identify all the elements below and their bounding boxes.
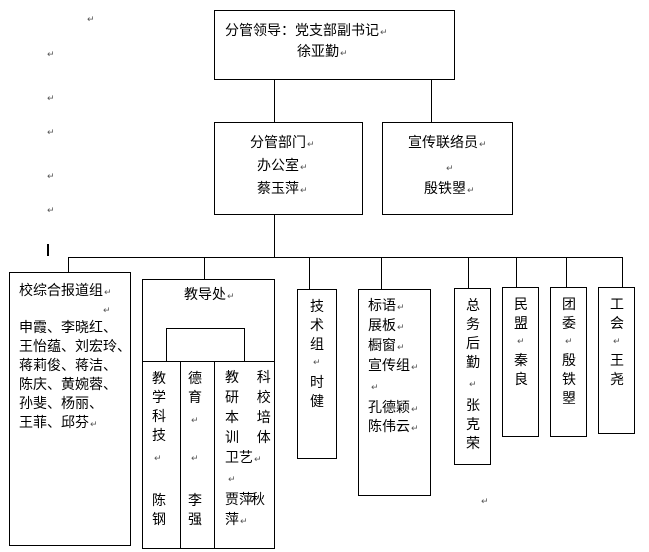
margin-mark: ↵ [87,15,95,25]
margin-mark: ↵ [103,306,111,316]
publicity-name: 殷铁曌↵ [424,181,475,197]
report-member-line: 陈庆、黄婉蓉、 [19,377,117,393]
youth-league-title: 团委 [562,297,576,332]
teaching-col1-name: 陈钢 [152,493,166,528]
union-box: 工会 ↵ 王尧 [598,287,635,434]
margin-mark: ↵ [191,454,199,464]
signs-line: 标语↵ [368,298,405,314]
margin-mark: ↵ [313,358,321,368]
league-name: 秦良 [514,353,528,388]
margin-mark: ↵ [191,416,199,426]
margin-mark: ↵ [47,94,55,104]
report-member-line: 申霞、李晓红、 [19,320,117,336]
youth-league-box: 团委 ↵ 殷铁曌 [550,287,587,437]
margin-mark: ↵ [517,337,525,347]
margin-mark: ↵ [371,383,379,393]
union-name: 王尧 [610,353,624,388]
publicity-box: 宣传联络员↵ ↵ 殷铁曌↵ [382,122,513,215]
report-member-line: 蒋莉俊、蒋洁、 [19,358,117,374]
margin-mark: ↵ [481,497,489,507]
margin-mark: ↵ [565,337,573,347]
teaching-col3-line: 教 科 [225,370,271,386]
logistics-name: 张克荣 [466,398,480,452]
report-member-line: 王菲、邱芬↵ [19,415,98,431]
leader-name: 徐亚勤↵ [297,44,348,60]
teaching-col3-name: 贾萍 [225,492,253,508]
teaching-col4-name: 秋 [251,492,265,508]
margin-mark: ↵ [47,128,55,138]
logistics-title: 总务后勤 [466,298,480,371]
teaching-col2-dept: 德育 [188,371,202,406]
report-member-line: 孙斐、杨丽、 [19,396,103,412]
text-cursor [47,244,49,256]
tech-group-box: 技术组 ↵ 时健 [297,289,337,459]
report-member-line: 王怡蕴、刘宏玲、 [19,339,131,355]
teaching-col3-name-line2: 萍↵ [225,512,248,528]
leader-box: 分管领导：党支部副书记↵ 徐亚勤↵ [214,10,455,80]
department-office: 办公室↵ [257,158,308,174]
leader-title: 分管领导：党支部副书记↵ [225,23,388,39]
signs-group-box: 标语↵ 展板↵ 橱窗↵ 宣传组↵ ↵ 孔德颖↵ 陈伟云↵ [358,289,431,496]
league-title: 民盟 [514,297,528,332]
league-box: 民盟 ↵ 秦良 [502,287,539,437]
margin-mark: ↵ [154,454,162,464]
margin-mark: ↵ [47,206,55,216]
signs-line: 橱窗↵ [368,338,405,354]
margin-mark: ↵ [47,172,55,182]
report-group-title: 校综合报道组↵ [19,283,112,299]
teaching-col3-line: 研 校 [225,390,271,406]
teaching-col3-line: 训 体 [225,430,271,446]
margin-mark: ↵ [613,337,621,347]
department-title: 分管部门↵ [250,135,315,151]
margin-mark: ↵ [446,164,454,174]
signs-member: 陈伟云↵ [368,419,419,435]
margin-mark: ↵ [469,380,477,390]
department-box: 分管部门↵ 办公室↵ 蔡玉萍↵ [214,122,363,215]
teaching-col3-line: 卫艺↵ [225,450,262,466]
teaching-office-box: 教导处↵ 教学科技 ↵ 陈钢 德育 ↵ ↵ 李强 教 科 研 校 本 培 训 体… [142,279,275,549]
signs-line: 展板↵ [368,318,405,334]
union-title: 工会 [610,297,624,332]
teaching-col3-line: 本 培 [225,410,271,426]
teaching-col2-name: 李强 [188,493,202,528]
margin-mark: ↵ [47,50,55,60]
teaching-office-title: 教导处↵ [184,287,235,303]
margin-mark: ↵ [228,475,236,485]
youth-league-name: 殷铁曌 [562,353,576,407]
signs-line: 宣传组↵ [368,358,419,374]
tech-group-title: 技术组 [310,299,324,353]
teaching-col1-dept: 教学科技 [152,371,166,444]
tech-group-name: 时健 [310,375,324,410]
logistics-box: 总务后勤 ↵ 张克荣 [454,288,491,465]
signs-member: 孔德颖↵ [368,400,419,416]
department-name: 蔡玉萍↵ [257,181,308,197]
report-group-box: 校综合报道组↵ ↵ 申霞、李晓红、 王怡蕴、刘宏玲、 蒋莉俊、蒋洁、 陈庆、黄婉… [9,272,131,546]
publicity-title: 宣传联络员↵ [408,135,487,151]
